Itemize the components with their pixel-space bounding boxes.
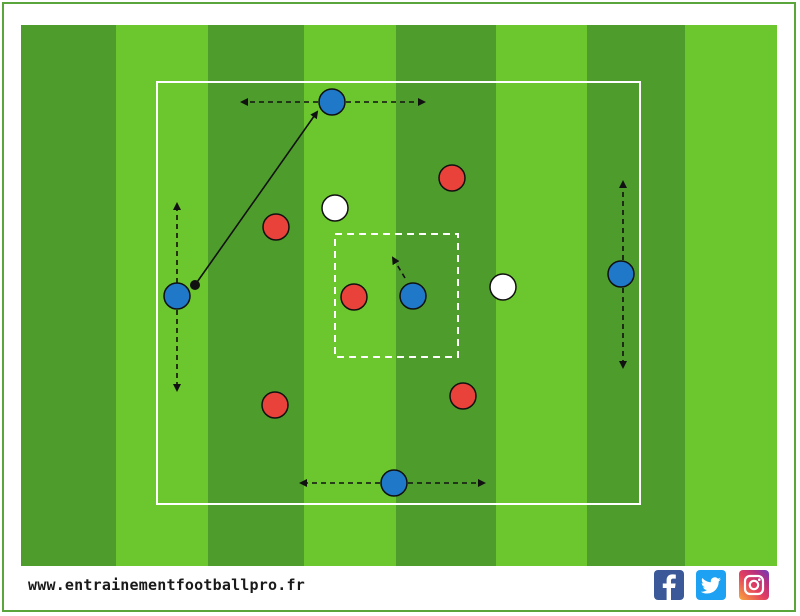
movement-arrows: [173, 98, 627, 487]
player-blue-bottom: [380, 469, 408, 497]
player-white-2: [489, 273, 517, 301]
player-blue-right: [607, 260, 635, 288]
training-pitch: [21, 25, 777, 566]
website-url[interactable]: www.entrainementfootballpro.fr: [28, 576, 305, 594]
footer: www.entrainementfootballpro.fr: [0, 566, 800, 614]
central-zone-dashed: [334, 233, 459, 358]
player-red-4: [261, 391, 289, 419]
players: [163, 88, 635, 497]
facebook-icon[interactable]: [654, 570, 684, 600]
move-arrow-center: [391, 256, 406, 279]
ball: [190, 280, 200, 290]
training-area-boundary: [156, 81, 641, 505]
pass-arrow: [194, 110, 319, 286]
twitter-icon[interactable]: [696, 570, 726, 600]
player-red-5: [449, 382, 477, 410]
player-blue-left: [163, 282, 191, 310]
player-white-1: [321, 194, 349, 222]
player-blue-top: [318, 88, 346, 116]
player-blue-center: [399, 282, 427, 310]
player-red-2: [262, 213, 290, 241]
player-red-3: [340, 283, 368, 311]
instagram-icon[interactable]: [739, 570, 769, 600]
player-red-1: [438, 164, 466, 192]
